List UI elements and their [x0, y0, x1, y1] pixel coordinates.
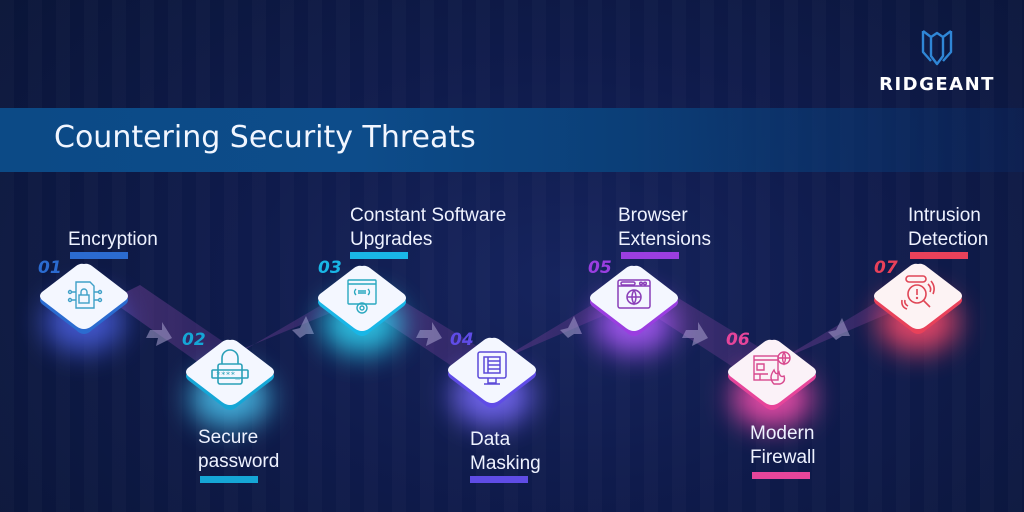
firewall-flame-globe-icon: [753, 351, 791, 385]
lock-document-circuit-icon: [67, 281, 103, 309]
step-number-05: 05: [588, 258, 612, 278]
step-node-07[interactable]: [870, 262, 966, 352]
step-underline-01: [70, 252, 128, 259]
step-label-01: Encryption: [68, 229, 158, 250]
svg-text:****_: ****_: [216, 371, 240, 380]
step-number-06: 06: [726, 330, 750, 350]
step-label-06-line2: Firewall: [750, 447, 816, 468]
step-node-06[interactable]: [724, 338, 820, 428]
step-underline-02: [200, 476, 258, 483]
brand-name: RIDGEANT: [879, 74, 995, 95]
step-node-02[interactable]: ****_: [182, 338, 278, 428]
step-label-03-line2: Upgrades: [350, 229, 433, 250]
step-node-01[interactable]: [36, 262, 132, 352]
arrow-glyphs: [146, 316, 850, 346]
step-label-04-line1: Data: [470, 429, 511, 450]
step-label-07-line1: Intrusion: [908, 205, 981, 226]
step-number-01: 01: [38, 258, 62, 278]
step-label-05-line2: Extensions: [618, 229, 711, 250]
owl-shield-icon: [921, 30, 953, 66]
step-underline-06: [752, 472, 810, 479]
padlock-password-icon: [211, 349, 249, 385]
step-node-05[interactable]: [586, 264, 682, 354]
step-underline-04: [470, 476, 528, 483]
step-underline-03: [350, 252, 408, 259]
step-label-07-line2: Detection: [908, 229, 989, 250]
brand-logo: RIDGEANT: [872, 28, 1002, 95]
step-label-05-line1: Browser: [618, 205, 688, 226]
step-node-04[interactable]: [444, 336, 540, 426]
step-number-02: 02: [182, 330, 206, 350]
step-label-04-line2: Masking: [470, 453, 541, 474]
title-banner: Countering Security Threats: [0, 108, 1024, 172]
step-node-03[interactable]: [314, 264, 410, 354]
alert-magnifier-icon: [901, 275, 935, 310]
step-number-03: 03: [318, 258, 342, 278]
step-number-07: 07: [874, 258, 898, 278]
monitor-data-icon: [477, 351, 507, 385]
step-label-03-line1: Constant Software: [350, 205, 507, 226]
step-label-06-line1: Modern: [750, 423, 815, 444]
step-underline-05: [621, 252, 679, 259]
step-label-02-line1: Secure: [198, 427, 259, 448]
step-label-02-line2: password: [198, 451, 280, 472]
code-window-gear-icon: [347, 279, 377, 314]
browser-globe-icon: [617, 279, 651, 309]
page-title: Countering Security Threats: [54, 120, 476, 155]
step-number-04: 04: [450, 330, 474, 350]
step-underline-07: [910, 252, 968, 259]
